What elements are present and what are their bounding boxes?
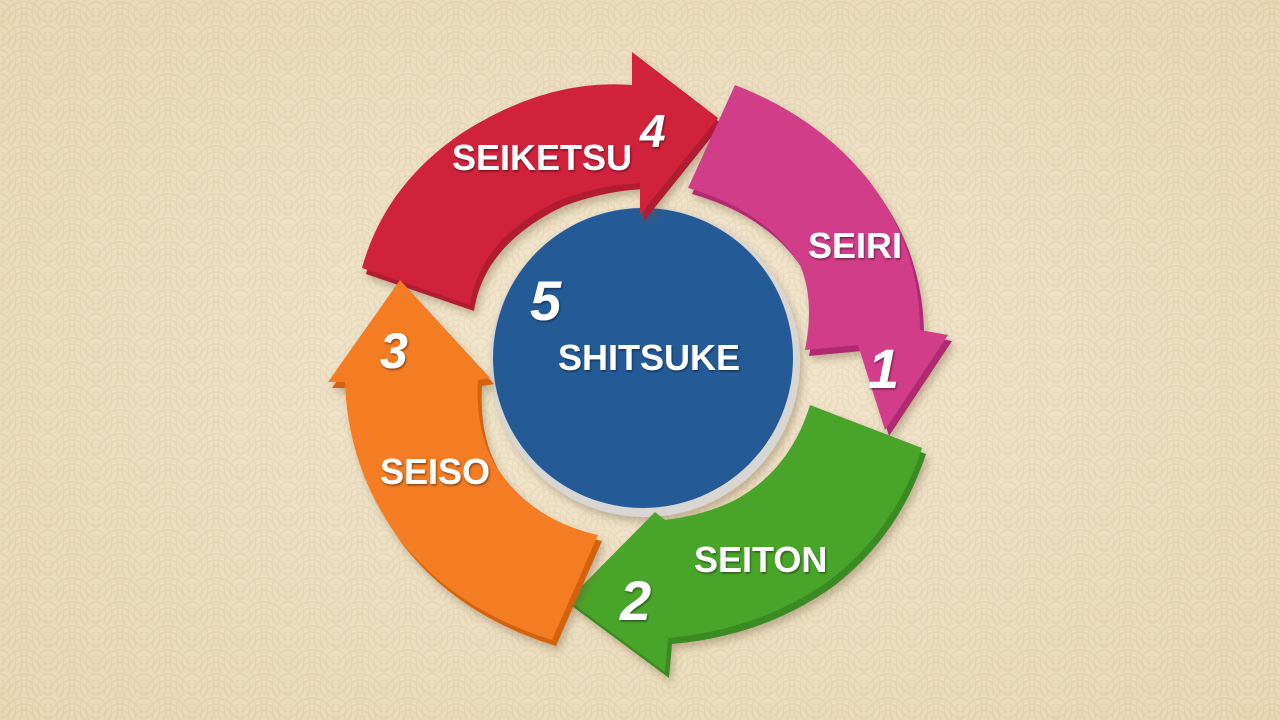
center-number-5: 5 [530,269,562,332]
step-number-3: 3 [380,323,408,379]
step-label-seiton: SEITON [694,539,827,580]
arrow-seiketsu [362,52,722,311]
step-label-seiri: SEIRI [808,225,902,266]
center-label-shitsuke: SHITSUKE [558,337,740,378]
center-circle [493,208,793,508]
step-number-2: 2 [619,569,651,632]
step-number-4: 4 [639,105,666,157]
step-number-1: 1 [868,337,899,400]
step-label-seiketsu: SEIKETSU [452,137,632,178]
step-label-seiso: SEISO [380,451,490,492]
arrow-seiton [568,405,926,678]
arrow-seiso [328,280,602,646]
arrow-seiri [688,85,952,436]
